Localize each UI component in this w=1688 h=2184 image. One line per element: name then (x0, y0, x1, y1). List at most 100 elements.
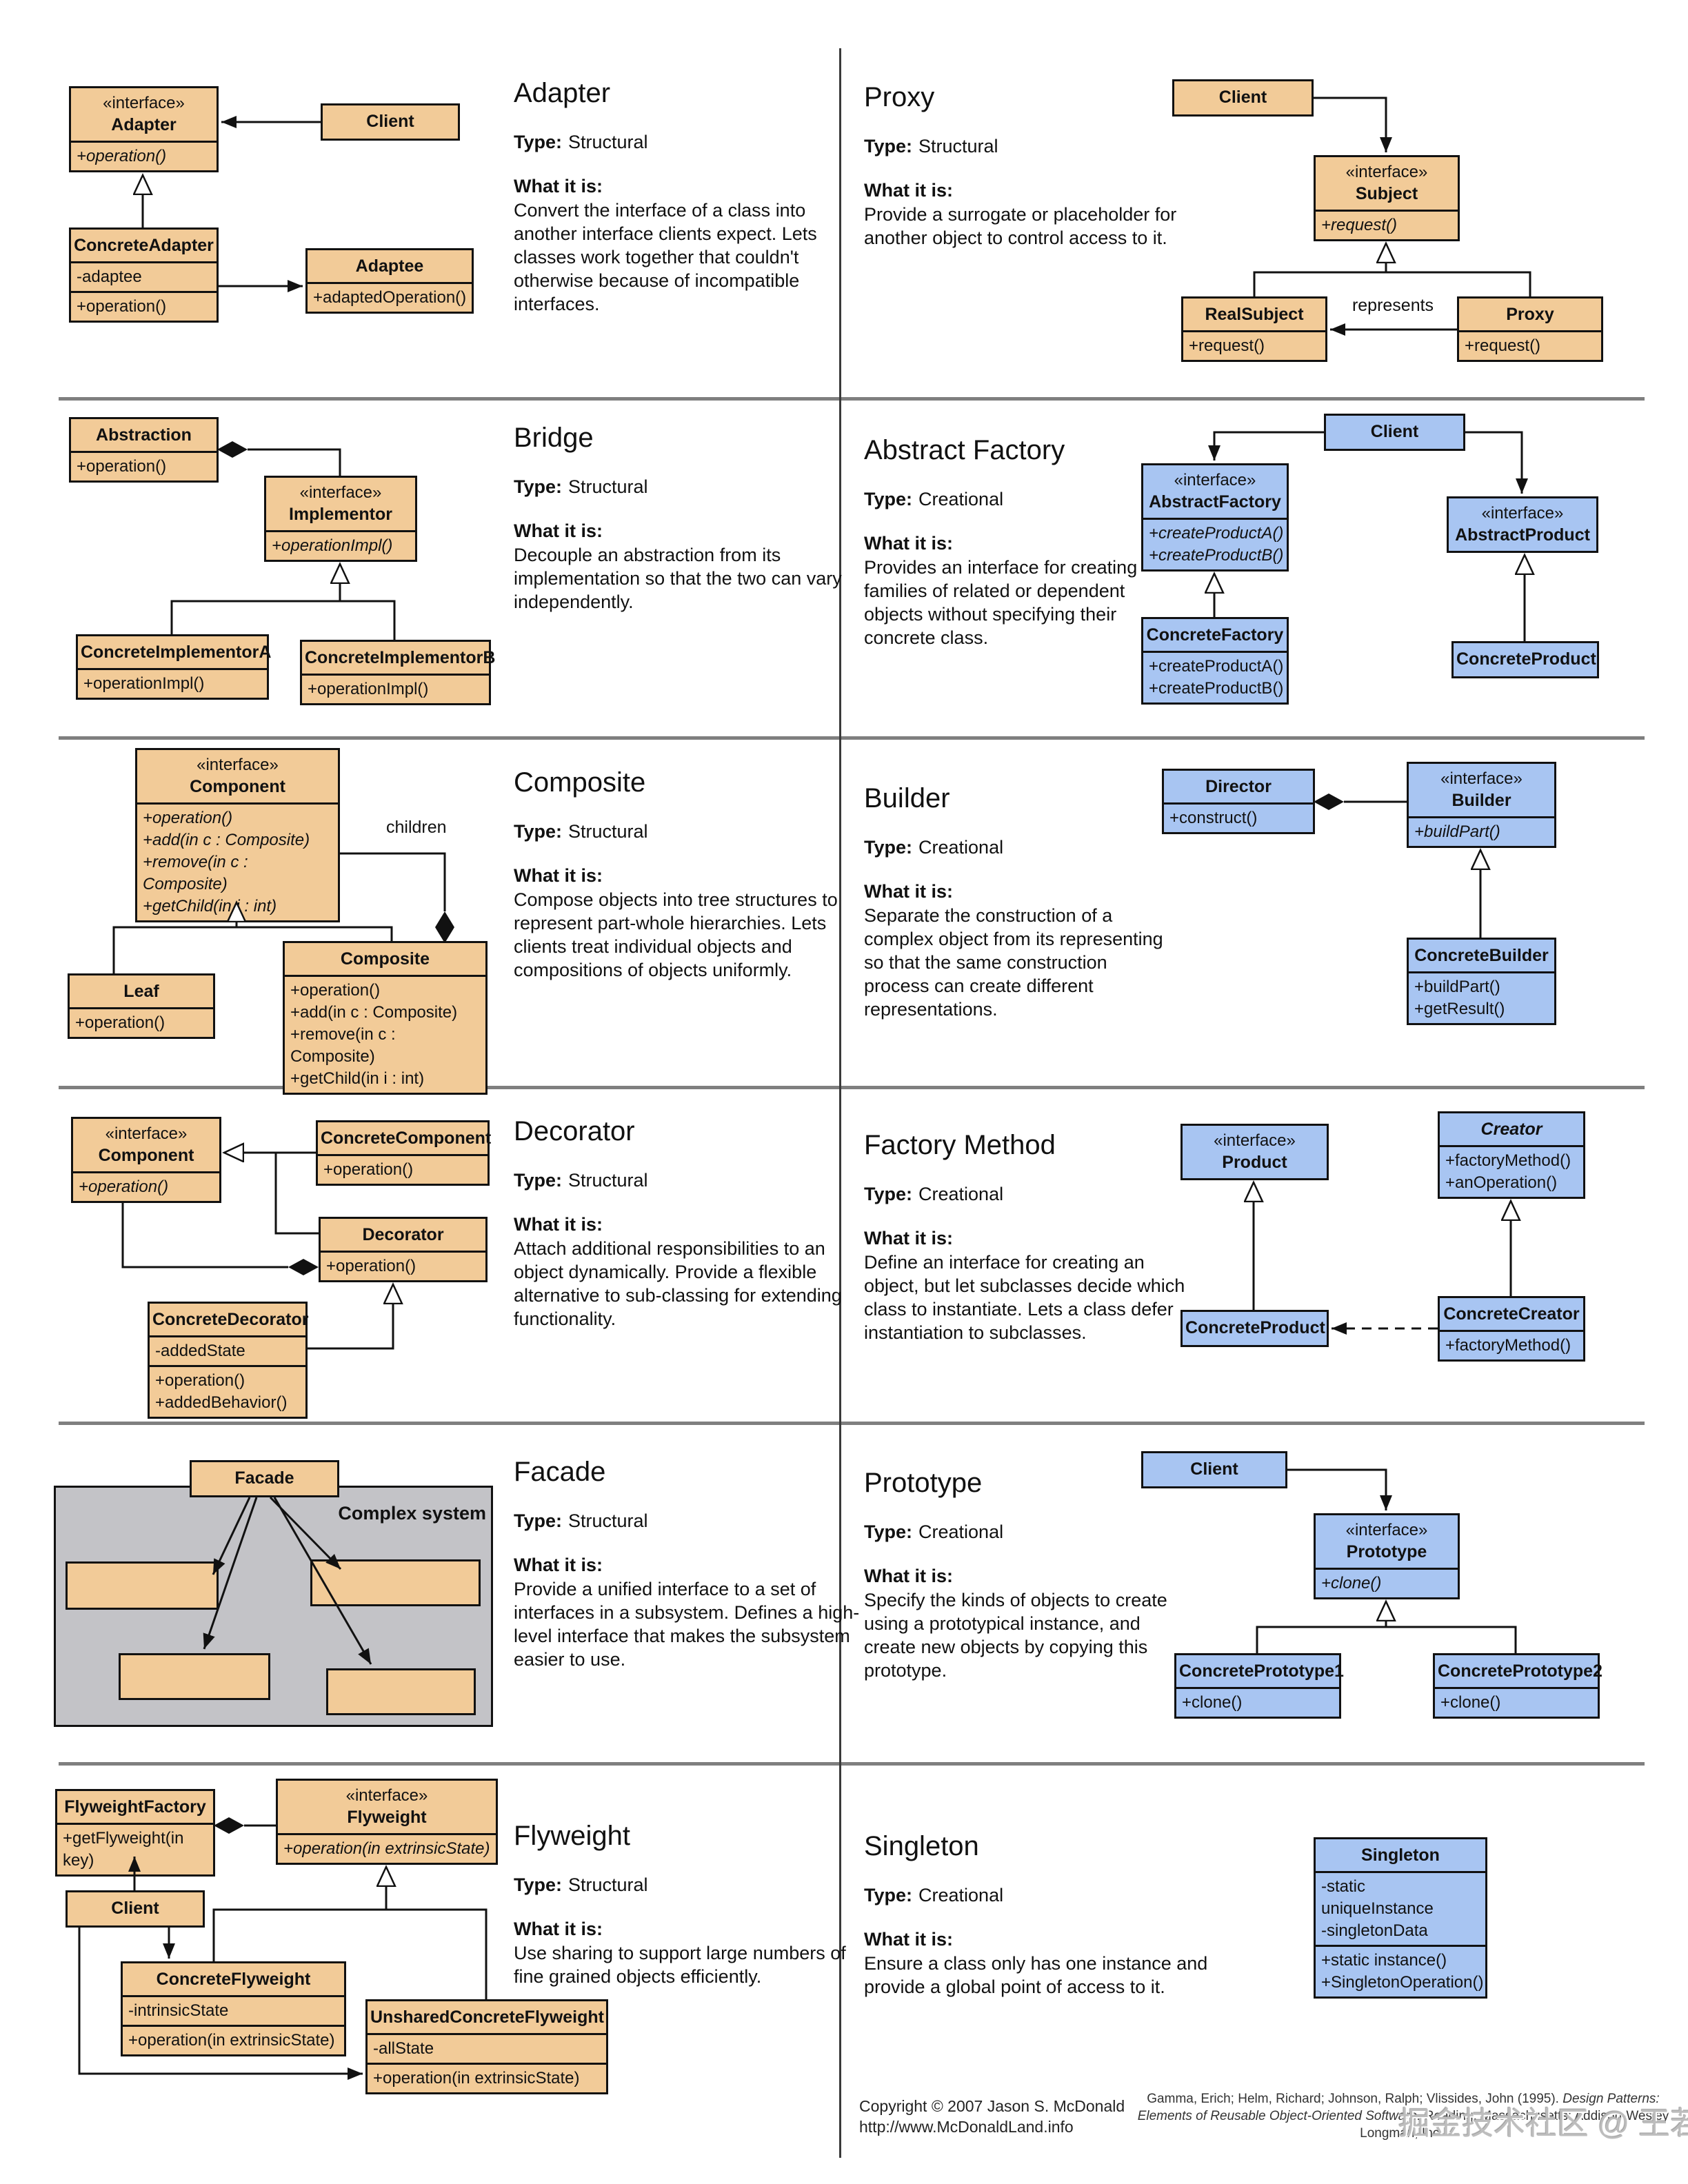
product-interface-box: «interface»Product (1180, 1124, 1329, 1180)
concrete-implementor-b-box: ConcreteImplementorB+operationImpl() (300, 640, 495, 705)
director-box-title: Director (1205, 777, 1272, 796)
implementor-interface-box-header: «interface»Implementor (266, 478, 415, 530)
abstract-product-interface-box: «interface»AbstractProduct (1447, 496, 1598, 553)
adapter-interface-box-title: Adapter (111, 115, 177, 134)
composite-aggregation-diamond (435, 911, 454, 943)
flyweight-factory-box-members-1: +getFlyweight(in key) (57, 1823, 213, 1874)
abstraction-box-title: Abstraction (96, 425, 192, 445)
composite-type-line: Type:Structural (514, 820, 872, 843)
citation-publisher: Reading, Massachusetts: Addison-Wesley L… (1360, 2109, 1669, 2141)
citation-authors: Gamma, Erich; Helm, Richard; Johnson, Ra… (1147, 2092, 1563, 2106)
factory-method-type-label: Type: (864, 1184, 913, 1204)
decorator-aggregation-diamond (288, 1259, 319, 1275)
facade-what-label: What it is: (514, 1555, 603, 1575)
component-interface-box-header: «interface» Component (137, 750, 338, 802)
children-label: children (386, 818, 447, 837)
abstract-factory-interface-box-header: «interface»AbstractFactory (1143, 465, 1287, 518)
flyweight-description-text: Use sharing to support large numbers of … (514, 1943, 846, 1987)
bridge-type-value: Structural (568, 476, 648, 497)
facade-box: Facade (190, 1460, 339, 1497)
abstraction-box: Abstraction+operation() (69, 417, 219, 483)
concrete-prototype-2-box-header: ConcretePrototype2 (1435, 1655, 1602, 1687)
concrete-component-box-members-1: +operation() (318, 1154, 488, 1184)
builder-aggregation-diamond (1314, 793, 1344, 810)
subject-interface-box-members-1: +request() (1316, 210, 1458, 239)
concrete-component-box: ConcreteComponent+operation() (316, 1120, 491, 1186)
concrete-decorator-box-members-2: +operation() +addedBehavior() (150, 1365, 305, 1417)
adapter-interface-box-header: «interface»Adapter (71, 88, 217, 141)
decorator-aggregation-line (121, 1203, 288, 1268)
decorator-component-interface-box-members-1: +operation() (73, 1171, 219, 1201)
singleton-box-title: Singleton (1361, 1846, 1440, 1865)
flyweight-factory-box-header: FlyweightFactory (57, 1791, 213, 1823)
unshared-concrete-flyweight-box-header: UnsharedConcreteFlyweight (368, 2001, 606, 2033)
abstract-factory-client-box: Client (1324, 414, 1465, 451)
factory-method-pattern-title: Factory Method (864, 1130, 1056, 1160)
facade-type-line: Type:Structural (514, 1510, 872, 1533)
concrete-prototype-1-box-header: ConcretePrototype1 (1176, 1655, 1344, 1687)
component-interface-box-title: Component (190, 777, 285, 796)
factory-method-description-text: Define an interface for creating an obje… (864, 1252, 1185, 1343)
concrete-implementor-b-box-header: ConcreteImplementorB (302, 642, 495, 674)
facade-type-value: Structural (568, 1510, 648, 1531)
creator-box-title: Creator (1480, 1120, 1543, 1139)
singleton-type-value: Creational (918, 1885, 1004, 1905)
facade-box-title: Facade (234, 1468, 294, 1488)
builder-interface-box-stereotype: «interface» (1440, 769, 1523, 788)
abstract-factory-interface-box-title: AbstractFactory (1149, 492, 1281, 512)
decorator-class-box-header: Decorator (321, 1219, 485, 1251)
concrete-decorator-box-header: ConcreteDecorator (150, 1304, 308, 1335)
concrete-factory-box-title: ConcreteFactory (1146, 625, 1284, 645)
composite-class-box-title: Composite (340, 949, 430, 969)
real-subject-box: RealSubject+request() (1181, 296, 1327, 362)
real-subject-box-header: RealSubject (1183, 299, 1325, 330)
prototype-client-arrow (1286, 1468, 1392, 1510)
decorator-component-interface-box-title: Component (98, 1146, 194, 1165)
abstract-factory-what-label: What it is: (864, 533, 953, 554)
prototype-client-box: Client (1141, 1451, 1287, 1488)
concrete-product-box-header: ConcreteProduct (1454, 643, 1597, 675)
adapter-client-box-title: Client (366, 112, 414, 131)
concrete-adapter-box-members-2: +operation() (71, 291, 217, 321)
concrete-flyweight-box-members-1: -intrinsicState (123, 1995, 344, 2025)
creator-box: Creator +factoryMethod() +anOperation() (1438, 1111, 1585, 1199)
concrete-decorator-generalization-arrow (308, 1284, 393, 1350)
proxy-client-box: Client (1172, 79, 1314, 117)
flyweight-interface-box-stereotype: «interface» (345, 1786, 428, 1805)
flyweight-pattern-title: Flyweight (514, 1821, 630, 1851)
proxy-client-box-title: Client (1218, 88, 1267, 107)
flyweight-aggregation-diamond (214, 1817, 244, 1834)
concrete-flyweight-box-title: ConcreteFlyweight (156, 1970, 311, 1989)
column-divider (839, 48, 841, 2158)
leaf-box-header: Leaf (70, 975, 213, 1007)
implementor-interface-box-title: Implementor (288, 505, 393, 524)
builder-type-line: Type:Creational (864, 836, 1223, 859)
proxy-client-subject-arrow (1314, 97, 1392, 152)
proxy-type-line: Type:Structural (864, 135, 1223, 158)
product-interface-box-header: «interface»Product (1183, 1126, 1327, 1178)
director-box: Director+construct() (1162, 769, 1315, 834)
singleton-box: Singleton-static uniqueInstance -singlet… (1314, 1837, 1487, 1999)
bridge-type-line: Type:Structural (514, 476, 872, 498)
abstract-factory-interface-box: «interface»AbstractFactory+createProduct… (1141, 463, 1289, 572)
concrete-flyweight-box: ConcreteFlyweight-intrinsicState+operati… (121, 1961, 346, 2056)
adapter-interface-box: «interface»Adapter+operation() (69, 86, 219, 172)
creator-box-members-1: +factoryMethod() +anOperation() (1440, 1145, 1583, 1197)
concrete-prototype-1-box-members-1: +clone() (1176, 1687, 1339, 1717)
component-interface-box-stereotype: «interface» (197, 756, 279, 774)
bridge-aggregation-line (248, 448, 341, 476)
proxy-type-label: Type: (864, 136, 913, 156)
adaptee-box: Adaptee+adaptedOperation() (305, 248, 474, 314)
concrete-component-box-header: ConcreteComponent (318, 1122, 491, 1154)
adapter-type-value: Structural (568, 132, 648, 152)
facade-pattern-title: Facade (514, 1457, 606, 1487)
decorator-component-interface-box-stereotype: «interface» (105, 1124, 188, 1143)
abstract-product-interface-box-stereotype: «interface» (1481, 504, 1564, 523)
proxy-class-box-header: Proxy (1459, 299, 1601, 330)
subsystem-box-4 (326, 1668, 476, 1715)
concrete-adapter-box-members-1: -adaptee (71, 261, 217, 291)
adapter-type-line: Type:Structural (514, 131, 872, 154)
flyweight-interface-box-title: Flyweight (347, 1808, 427, 1827)
watermark-text: 掘金技术社区 @ 王若风 (1398, 2105, 1688, 2141)
abstract-factory-type-value: Creational (918, 489, 1004, 509)
